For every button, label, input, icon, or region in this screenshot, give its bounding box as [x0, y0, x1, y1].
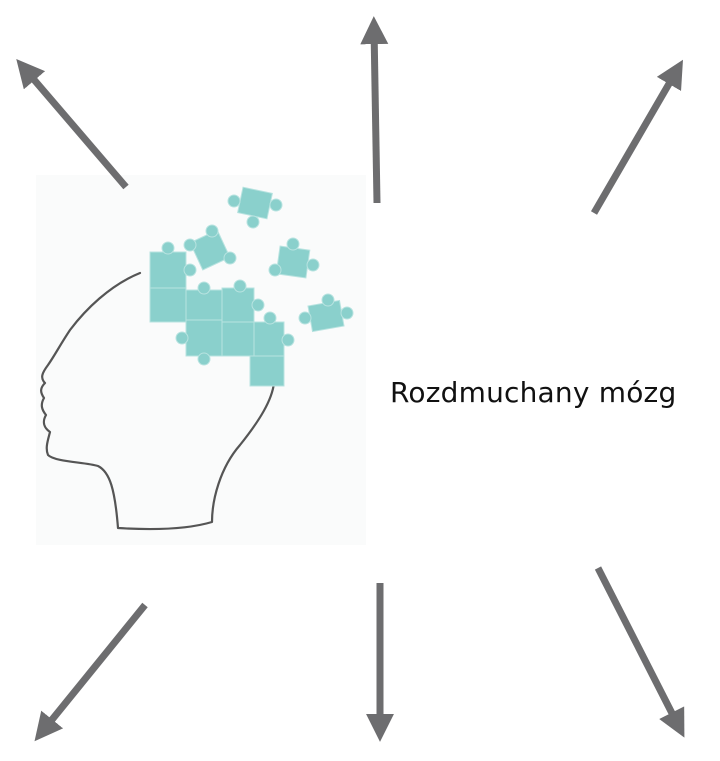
puzzle-piece-icon [149, 287, 187, 323]
puzzle-piece-icon [298, 293, 354, 333]
arrow-icon [34, 602, 148, 742]
puzzle-cluster [149, 241, 295, 387]
caption-label: Rozdmuchany mózg [390, 376, 677, 409]
puzzle-piece-icon [253, 321, 285, 357]
puzzle-piece-icon [185, 319, 223, 357]
head-illustration [36, 175, 366, 545]
puzzle-piece-icon [249, 355, 285, 387]
arrow-icon [360, 16, 389, 204]
head-profile-icon [40, 271, 276, 531]
puzzle-piece-icon [183, 224, 237, 271]
puzzle-piece-icon [221, 321, 255, 357]
arrows [16, 16, 685, 742]
arrow-icon [590, 59, 683, 215]
puzzle-piece-icon [149, 251, 187, 289]
arrow-icon [16, 58, 129, 190]
puzzle-piece-icon [268, 237, 320, 279]
puzzle-piece-icon [227, 186, 283, 229]
puzzle-piece-icon [221, 287, 255, 323]
arrow-icon [594, 566, 685, 738]
